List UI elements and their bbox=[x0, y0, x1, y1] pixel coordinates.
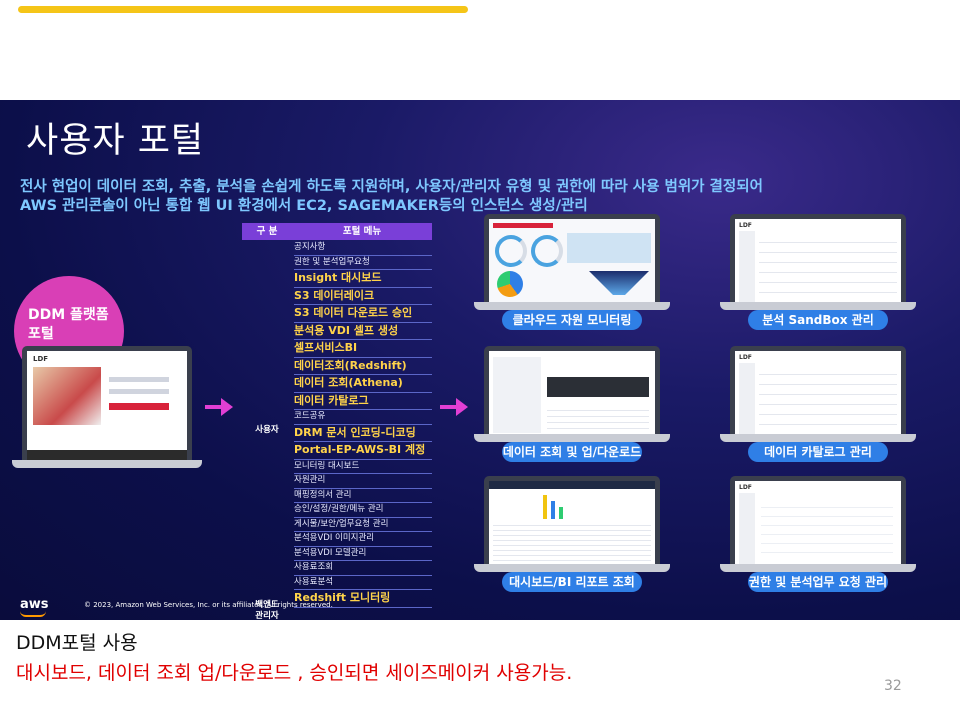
portal-laptop: LDF bbox=[12, 346, 202, 468]
table-row: 공지사항 bbox=[294, 240, 432, 256]
label-data-query: 데이터 조회 및 업/다운로드 bbox=[502, 442, 642, 462]
table-row: 매핑정의서 관리 bbox=[294, 488, 432, 503]
page-number: 32 bbox=[884, 678, 902, 694]
table-row: 게시물/보안/업무요청 관리 bbox=[294, 517, 432, 532]
table-row: 사용료분석 bbox=[294, 575, 432, 590]
table-row: 분석용VDI 이미지관리 bbox=[294, 531, 432, 547]
table-row: 데이터 조회(Athena) bbox=[294, 374, 432, 393]
label-sandbox: 분석 SandBox 관리 bbox=[748, 310, 888, 330]
table-row: 분석용VDI 모델관리 bbox=[294, 546, 432, 561]
group-admin-line2: 관리자 bbox=[255, 611, 279, 620]
table-header: 구 분 포털 메뉴 bbox=[242, 223, 432, 240]
laptop-permission: LDF 권한 및 분석업무 요청 관리 bbox=[720, 476, 916, 592]
table-row: 자원관리 bbox=[294, 473, 432, 489]
laptop-data-query: 데이터 조회 및 업/다운로드 bbox=[474, 346, 670, 462]
label-permission: 권한 및 분석업무 요청 관리 bbox=[748, 572, 888, 592]
table-row: 데이터 카탈로그 bbox=[294, 392, 432, 410]
label-cloud-monitoring: 클라우드 자원 모니터링 bbox=[502, 310, 642, 330]
table-header-category: 구 분 bbox=[256, 226, 278, 237]
laptop-data-catalog: LDF 데이터 카탈로그 관리 bbox=[720, 346, 916, 462]
note-line1: DDM포털 사용 bbox=[16, 632, 138, 654]
laptop-sandbox: LDF 분석 SandBox 관리 bbox=[720, 214, 916, 330]
slide-image: 사용자 포털 전사 현업이 데이터 조회, 추출, 분석을 손쉽게 하도록 지원… bbox=[0, 100, 960, 620]
label-data-catalog: 데이터 카탈로그 관리 bbox=[748, 442, 888, 462]
table-row: 사용료조회 bbox=[294, 560, 432, 576]
table-row: S3 데이터 다운로드 승인 bbox=[294, 304, 432, 323]
platform-badge-line1: DDM 플랫폼 bbox=[28, 307, 109, 323]
arrow-stem-2 bbox=[440, 405, 456, 409]
arrow-stem-1 bbox=[205, 405, 221, 409]
laptop-cloud-monitoring: 클라우드 자원 모니터링 bbox=[474, 214, 670, 330]
accent-bar bbox=[18, 6, 468, 13]
copyright: © 2023, Amazon Web Services, Inc. or its… bbox=[84, 601, 333, 609]
aws-smile-icon bbox=[20, 611, 46, 617]
group-admin-line1: 백엔드 bbox=[255, 600, 279, 610]
portal-hero-image bbox=[33, 367, 101, 425]
platform-badge-label: DDM 플랫폼 포털 bbox=[28, 306, 109, 344]
permission-logo: LDF bbox=[739, 484, 752, 491]
table-row: 셀프서비스BI bbox=[294, 339, 432, 358]
slide-title: 사용자 포털 bbox=[26, 121, 205, 161]
table-row: 모니터링 대시보드 bbox=[294, 459, 432, 474]
portal-logo: LDF bbox=[33, 355, 49, 363]
table-row: 데이터조회(Redshift) bbox=[294, 357, 432, 375]
arrow-right-icon bbox=[456, 398, 468, 416]
table-row: 분석용 VDI 셀프 생성 bbox=[294, 322, 432, 340]
label-dashboard: 대시보드/BI 리포트 조회 bbox=[502, 572, 642, 592]
table-row: 코드공유 bbox=[294, 409, 432, 425]
group-user: 사용자 bbox=[255, 425, 279, 435]
table-row: Redshift 모니터링 bbox=[294, 589, 432, 608]
portal-login-button bbox=[109, 403, 169, 410]
table-row: 권한 및 분석업무요청 bbox=[294, 255, 432, 270]
platform-badge-line2: 포털 bbox=[28, 326, 54, 342]
sandbox-logo: LDF bbox=[739, 222, 752, 229]
aws-logo: aws bbox=[20, 597, 49, 612]
table-row: Portal-EP-AWS-BI 계정 bbox=[294, 441, 432, 460]
table-row: DRM 문서 인코딩-디코딩 bbox=[294, 424, 432, 442]
table-row: S3 데이터레이크 bbox=[294, 287, 432, 305]
table-header-menu: 포털 메뉴 bbox=[342, 226, 382, 237]
arrow-right-icon bbox=[221, 398, 233, 416]
slide-subtitle-line2: AWS 관리콘솔이 아닌 통합 웹 UI 환경에서 EC2, SAGEMAKER… bbox=[20, 198, 588, 214]
table-row: 승인/설정/권한/메뉴 관리 bbox=[294, 502, 432, 518]
catalog-logo: LDF bbox=[739, 354, 752, 361]
laptop-dashboard: 대시보드/BI 리포트 조회 bbox=[474, 476, 670, 592]
slide-subtitle-line1: 전사 현업이 데이터 조회, 추출, 분석을 손쉽게 하도록 지원하며, 사용자… bbox=[20, 179, 763, 195]
group-admin: 백엔드 관리자 bbox=[242, 600, 292, 620]
table-row: Insight 대시보드 bbox=[294, 269, 432, 288]
note-line2: 대시보드, 데이터 조회 업/다운로드 , 승인되면 세이즈메이커 사용가능. bbox=[16, 662, 573, 684]
